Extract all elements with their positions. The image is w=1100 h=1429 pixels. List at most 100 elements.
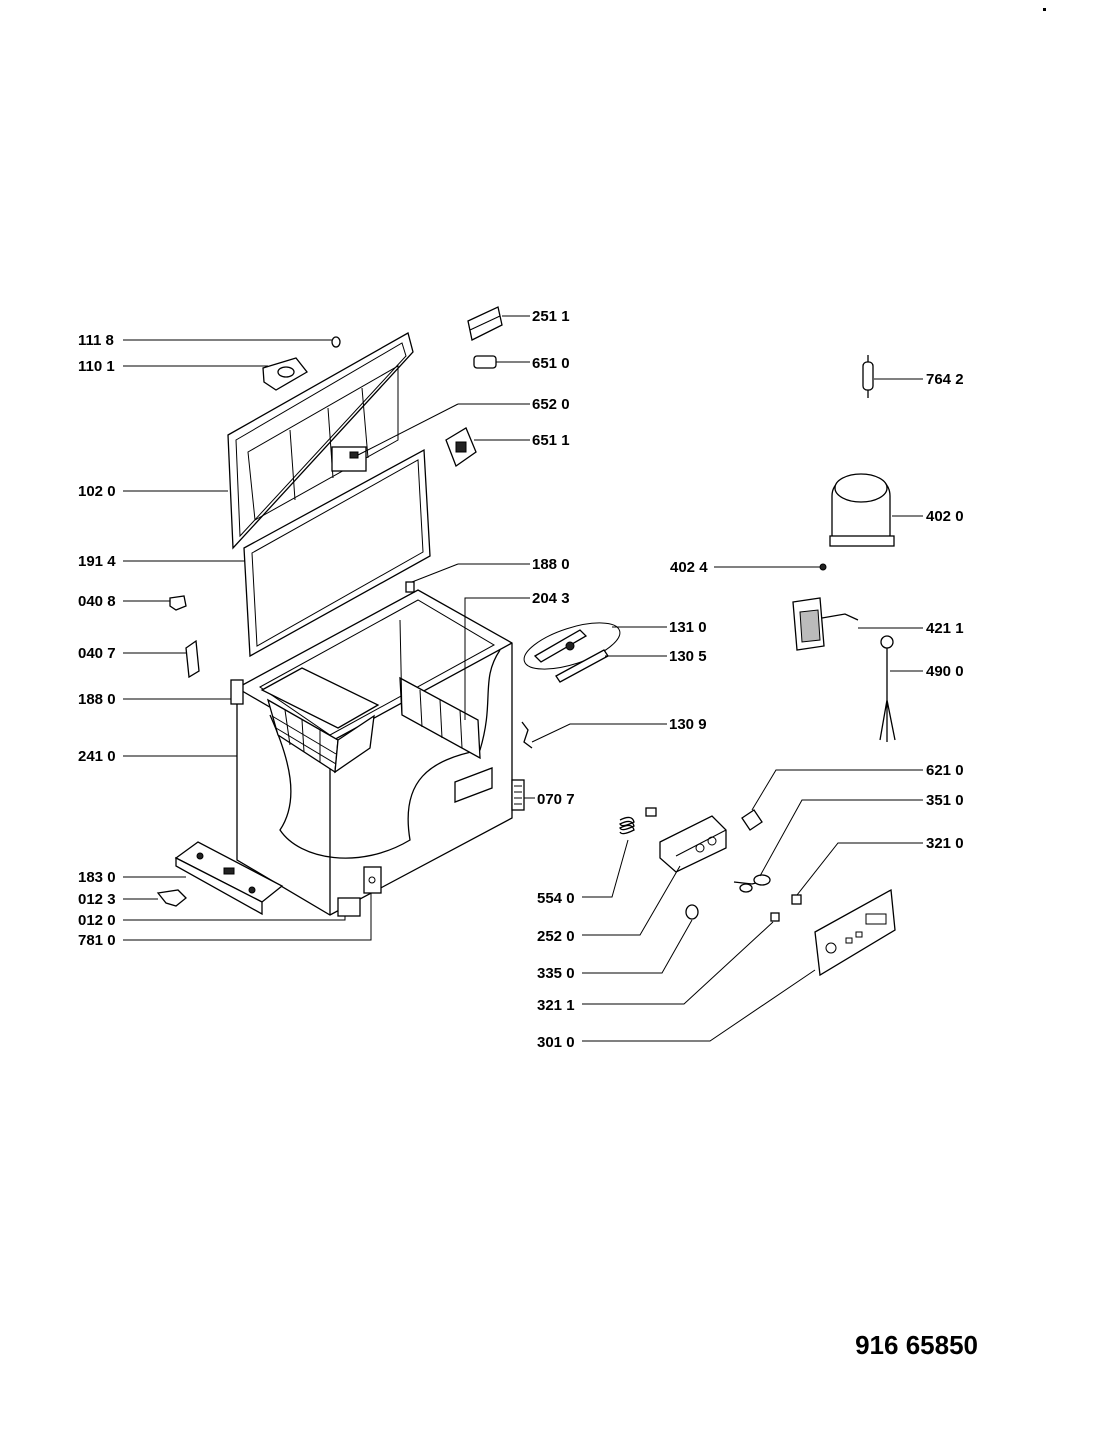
thermostat-area-parts: [521, 622, 667, 799]
detail-circle-131-0: [523, 622, 621, 670]
part-241-0-basket: [260, 667, 380, 774]
gasket-outer: [243, 448, 431, 658]
label-130-9: 130 9: [669, 716, 707, 733]
left-leaders: [123, 339, 372, 941]
cabinet-cutaway: [269, 649, 501, 859]
label-781-0: 781 0: [78, 932, 116, 949]
label-351-0: 351 0: [926, 792, 964, 809]
label-652-0: 652 0: [532, 396, 570, 413]
leader-321-0: [796, 842, 923, 896]
part-402-4-grommet: [819, 563, 827, 571]
cover-line: [469, 315, 501, 331]
part-490-0-cable: [879, 648, 896, 742]
box-hole-2: [707, 836, 717, 846]
lid-lock-hole: [349, 451, 359, 459]
clip-body: [169, 595, 187, 611]
box-edge: [675, 829, 727, 857]
leader-130-9: [531, 723, 667, 743]
label-040-8: 040 8: [78, 593, 116, 610]
part-188-0-right-block: [405, 581, 415, 593]
base-plate-hole-1: [196, 852, 204, 860]
part-321-1-lamp: [770, 912, 780, 922]
leader-012-0: [123, 913, 346, 921]
label-651-0: 651 0: [532, 355, 570, 372]
part-131-0-bar: [533, 629, 588, 663]
label-012-0: 012 0: [78, 912, 116, 929]
lid-rib-1: [289, 429, 296, 501]
evaporator-fin-3: [459, 709, 463, 749]
label-070-7: 070 7: [537, 791, 575, 808]
relay-face: [799, 609, 821, 643]
label-335-0: 335 0: [537, 965, 575, 982]
part-130-9-wire: [521, 721, 533, 749]
part-351-0-sensor-2: [739, 883, 753, 893]
part-554-0-spring: [619, 816, 635, 835]
left-labels: 111 8 110 1 102 0 191 4 040 8 040 7 188 …: [78, 332, 116, 949]
label-402-4: 402 4: [670, 559, 708, 576]
part-012-0-foot: [337, 897, 361, 917]
leader-652-0-a: [357, 403, 459, 456]
relay-wire: [821, 613, 859, 621]
basket-wire-5: [275, 727, 337, 765]
leader-188-0-right-seg: [411, 563, 459, 583]
label-554-0: 554 0: [537, 890, 575, 907]
lid-panel: [247, 365, 399, 521]
bracket-hole: [368, 876, 376, 884]
part-335-0-knob: [685, 904, 699, 920]
leader-781-0: [123, 885, 372, 941]
label-321-0: 321 0: [926, 835, 964, 852]
label-251-1: 251 1: [532, 308, 570, 325]
drawing-number: 916 65850: [855, 1330, 978, 1360]
label-183-0: 183 0: [78, 869, 116, 886]
compressor-base: [829, 535, 895, 547]
leader-252-0: [582, 865, 681, 936]
basket-wire-1: [284, 709, 291, 746]
part-130-5-strip: [555, 649, 609, 683]
evaporator-pipe: [399, 619, 403, 716]
cabinet-opening: [259, 599, 496, 736]
part-183-0-base-plate: [174, 841, 284, 916]
cabinet-label-plate: [454, 767, 493, 803]
label-130-5: 130 5: [669, 648, 707, 665]
base-plate-hole-2: [248, 886, 256, 894]
corner-mark: [1043, 8, 1046, 11]
part-012-3-bracket: [156, 889, 187, 907]
base-plate-side: [175, 856, 263, 916]
part-621-0-switch: [741, 809, 763, 831]
part-191-4-gasket: [243, 448, 431, 658]
part-351-0-sensor: [753, 874, 771, 886]
label-651-1: 651 1: [532, 432, 570, 449]
label-188-0-left: 188 0: [78, 691, 116, 708]
part-781-0-bracket: [363, 866, 382, 894]
control-parts: [582, 769, 923, 1042]
lid-inner-frame: [235, 342, 407, 538]
leader-301-0: [582, 969, 816, 1042]
label-241-0: 241 0: [78, 748, 116, 765]
evaporator-fin-1: [419, 689, 423, 728]
label-321-1: 321 1: [537, 997, 575, 1014]
part-321-0-lamp: [791, 894, 802, 905]
base-plate-slot: [223, 867, 235, 875]
label-110-1: 110 1: [78, 358, 115, 375]
label-402-0: 402 0: [926, 508, 964, 525]
label-012-3: 012 3: [78, 891, 116, 908]
basket-wire-4: [271, 715, 337, 755]
lamp-holder-socket: [455, 441, 467, 453]
part-490-0-plug: [880, 635, 894, 649]
label-111-8: 111 8: [78, 332, 114, 349]
compressor-parts: [714, 355, 923, 742]
lid-handle-recess: [331, 446, 367, 472]
basket-wire-2: [301, 719, 305, 753]
part-110-1-handle: [262, 357, 308, 391]
part-188-0-left-block: [230, 679, 244, 705]
part-040-8-clip: [169, 595, 187, 611]
label-421-1: 421 1: [926, 620, 964, 637]
gasket-inner: [251, 459, 424, 647]
leader-204-3: [464, 597, 530, 720]
bar-center: [565, 641, 575, 651]
label-252-0: 252 0: [537, 928, 575, 945]
label-188-0-right: 188 0: [532, 556, 570, 573]
label-301-0: 301 0: [537, 1034, 575, 1051]
